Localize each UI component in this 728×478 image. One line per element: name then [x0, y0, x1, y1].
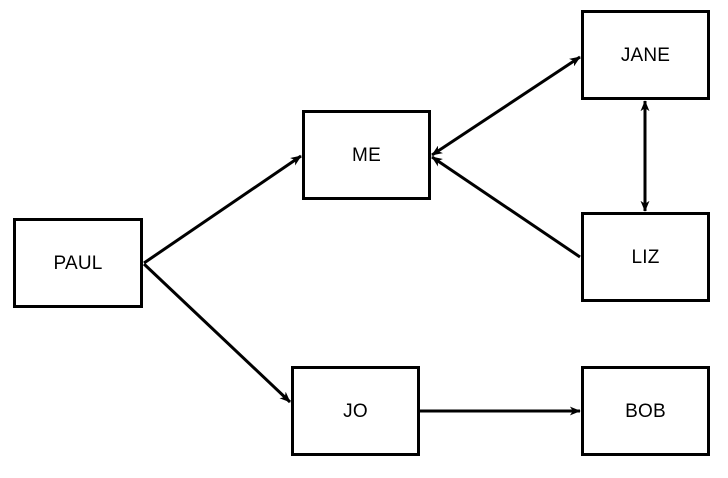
node-label-bob: BOB [625, 400, 666, 422]
node-paul[interactable]: PAUL [13, 218, 143, 308]
edges-group [142, 55, 650, 416]
node-label-jane: JANE [620, 44, 671, 66]
node-jo[interactable]: JO [291, 366, 420, 456]
node-label-me: ME [352, 144, 381, 166]
edge-paul-to-me [143, 154, 302, 265]
edge-liz-to-me [431, 155, 581, 259]
edge-me-to-jane [431, 55, 581, 157]
node-jane[interactable]: JANE [581, 10, 710, 100]
node-bob[interactable]: BOB [581, 366, 710, 456]
edge-paul-to-jo [142, 262, 292, 404]
node-liz[interactable]: LIZ [581, 212, 710, 302]
node-label-liz: LIZ [631, 246, 660, 268]
node-me[interactable]: ME [302, 110, 431, 200]
node-label-jo: JO [343, 400, 368, 422]
node-label-paul: PAUL [53, 252, 103, 274]
